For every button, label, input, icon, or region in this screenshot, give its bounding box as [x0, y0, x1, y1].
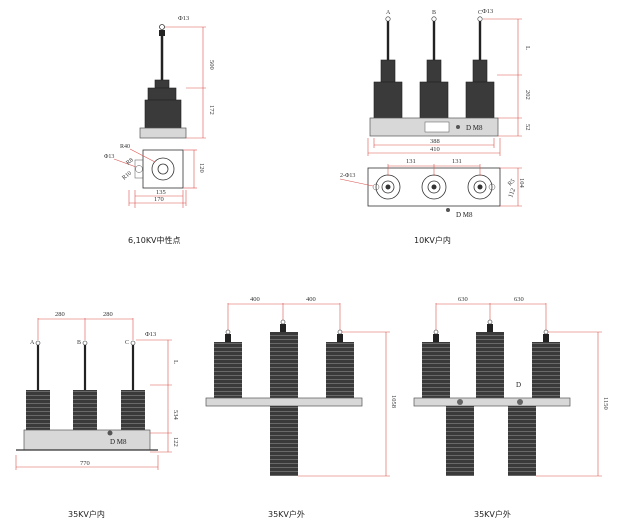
- neutral-phi13-label: Φ13: [104, 154, 114, 160]
- neutral-r10-label: R10: [121, 170, 133, 181]
- neutral-r8-label: R8: [125, 157, 134, 166]
- indoor10-width-410: 410: [430, 146, 440, 153]
- indoor10-width-388: 388: [430, 138, 440, 145]
- indoor10-width-131b: 131: [452, 158, 462, 165]
- indoor10-phase-c: C: [478, 10, 482, 16]
- figure-35kv-outdoor-630: 630 630 D 1150 35KV户外: [413, 296, 609, 519]
- indoor35-phi-top: Φ13: [145, 331, 156, 338]
- neutral-height-172: 172: [208, 105, 215, 115]
- caption-35kv-indoor: 35KV户内: [68, 509, 105, 519]
- indoor10-width-131a: 131: [406, 158, 416, 165]
- indoor10-mark2: D M8: [456, 211, 473, 219]
- indoor35-phase-c: C: [125, 340, 129, 346]
- outdoor35a-width-400b: 400: [306, 296, 316, 303]
- outdoor35a-height-1058: 1058: [390, 395, 397, 408]
- caption-35kv-outdoor-a: 35KV户外: [268, 509, 305, 519]
- outdoor35b-height-1150: 1150: [602, 397, 609, 410]
- indoor35-phase-b: B: [77, 340, 81, 346]
- neutral-width-120: 120: [198, 163, 205, 173]
- outdoor35a-width-400a: 400: [250, 296, 260, 303]
- indoor10-phi-top: Φ13: [482, 8, 493, 15]
- outdoor35b-width-630a: 630: [458, 296, 468, 303]
- indoor35-width-280b: 280: [103, 311, 113, 318]
- outdoor35b-width-630b: 630: [514, 296, 524, 303]
- neutral-width-170: 170: [154, 196, 164, 203]
- indoor10-r5: R5: [507, 178, 516, 187]
- neutral-r40-label: R40: [120, 144, 130, 150]
- neutral-height-500: 500: [208, 60, 215, 70]
- neutral-width-135: 135: [156, 189, 166, 196]
- outdoor35b-mark: D: [516, 381, 521, 389]
- figure-10kv-indoor: A B C D M8 Φ13 L 202 52 388: [339, 8, 531, 245]
- indoor10-mark: D M8: [466, 124, 483, 132]
- indoor10-height-202: 202: [524, 90, 531, 100]
- indoor10-width-112: 112: [507, 187, 517, 198]
- indoor10-height-52: 52: [524, 124, 531, 131]
- indoor35-mark: D M8: [110, 438, 127, 446]
- indoor35-width-280a: 280: [55, 311, 65, 318]
- caption-neutral: 6,10KV中性点: [128, 235, 181, 245]
- figure-35kv-indoor: 280 280 A B C Φ13 D M8 L 534 122 770 35K…: [15, 311, 179, 519]
- indoor10-phase-a: A: [386, 10, 391, 16]
- indoor35-phase-a: A: [30, 340, 35, 346]
- indoor10-width-104: 104: [518, 178, 525, 189]
- indoor10-holes: 2-Φ13: [340, 173, 355, 179]
- caption-10kv-indoor: 10KV户内: [414, 235, 451, 245]
- indoor35-height-l: L: [172, 360, 179, 364]
- indoor35-height-122: 122: [172, 437, 179, 447]
- neutral-phi-top-label: Φ13: [178, 15, 189, 22]
- indoor35-width-770: 770: [80, 460, 90, 467]
- figure-neutral-point: Φ13 500 172 R40 Φ13 R8 R10 120 135 170 6…: [104, 15, 215, 245]
- indoor10-height-l: L: [524, 46, 531, 50]
- indoor10-phase-b: B: [432, 10, 436, 16]
- caption-35kv-outdoor-b: 35KV户外: [474, 509, 511, 519]
- figure-35kv-outdoor-400: 400 400 1058 35KV户外: [205, 296, 397, 519]
- indoor35-height-534: 534: [172, 410, 179, 421]
